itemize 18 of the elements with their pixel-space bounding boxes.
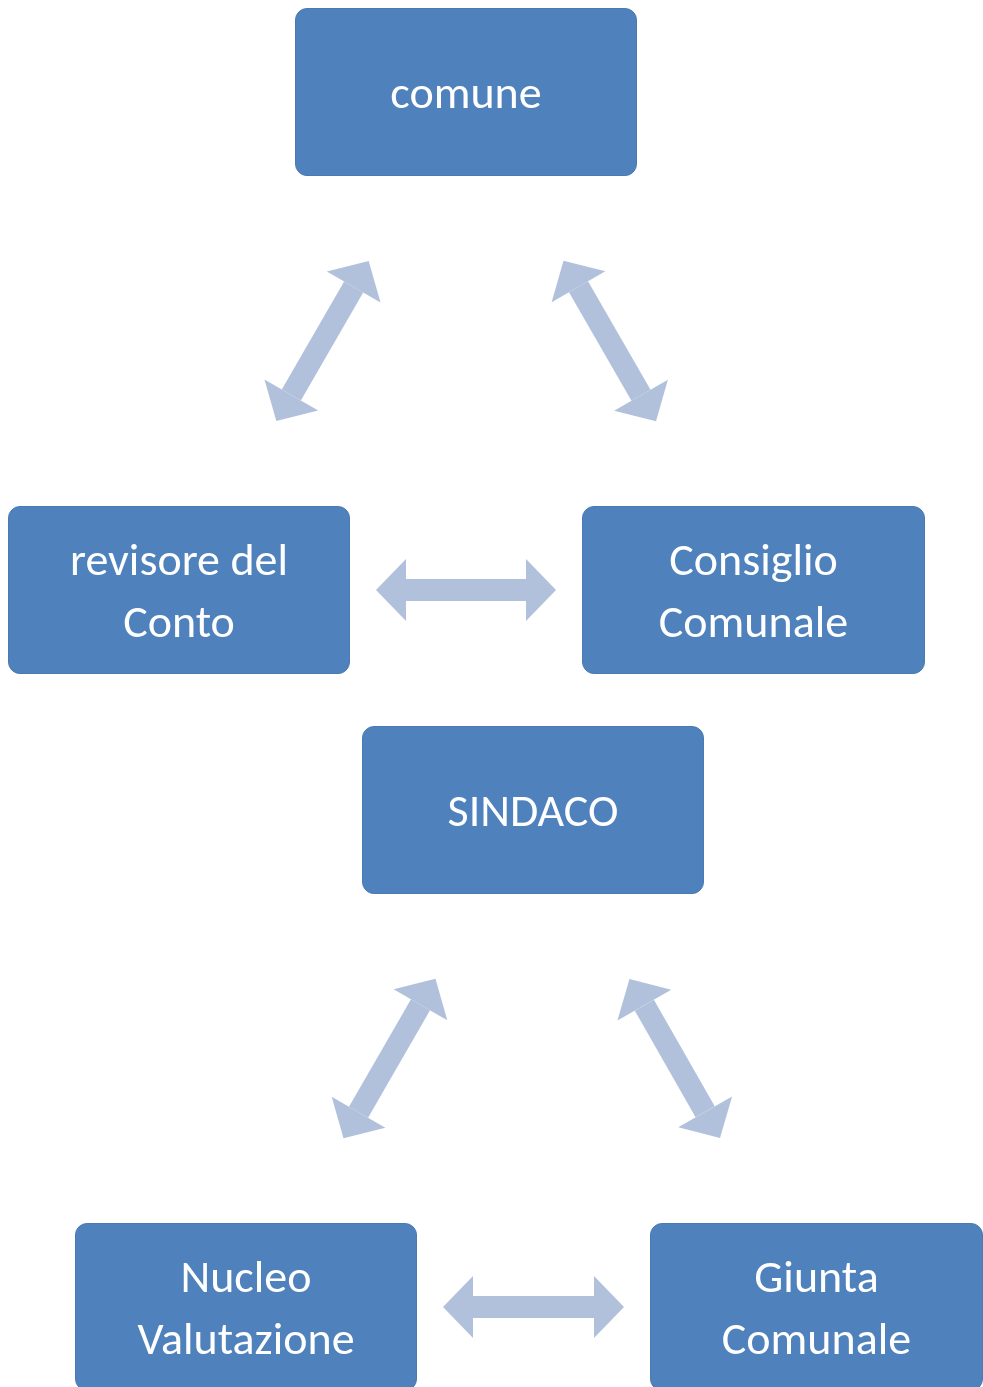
box-label: SINDACO (447, 781, 619, 840)
process-box (650, 1223, 983, 1387)
box-label: Giunta Comunale (720, 1247, 913, 1368)
process-box (582, 506, 925, 674)
double-arrow (443, 1276, 624, 1338)
box-label: comune (390, 63, 542, 122)
double-arrow (331, 978, 448, 1139)
box-label: Consiglio Comunale (657, 530, 850, 651)
double-arrow (551, 260, 668, 422)
process-box (8, 506, 350, 674)
box-label: Nucleo Valutazione (136, 1247, 356, 1368)
double-arrow (376, 559, 556, 621)
double-arrow (617, 979, 733, 1138)
box-label: revisore del Conto (69, 530, 289, 651)
process-box (362, 726, 704, 894)
double-arrow (264, 260, 381, 422)
process-box (295, 8, 637, 176)
process-box (75, 1223, 417, 1387)
